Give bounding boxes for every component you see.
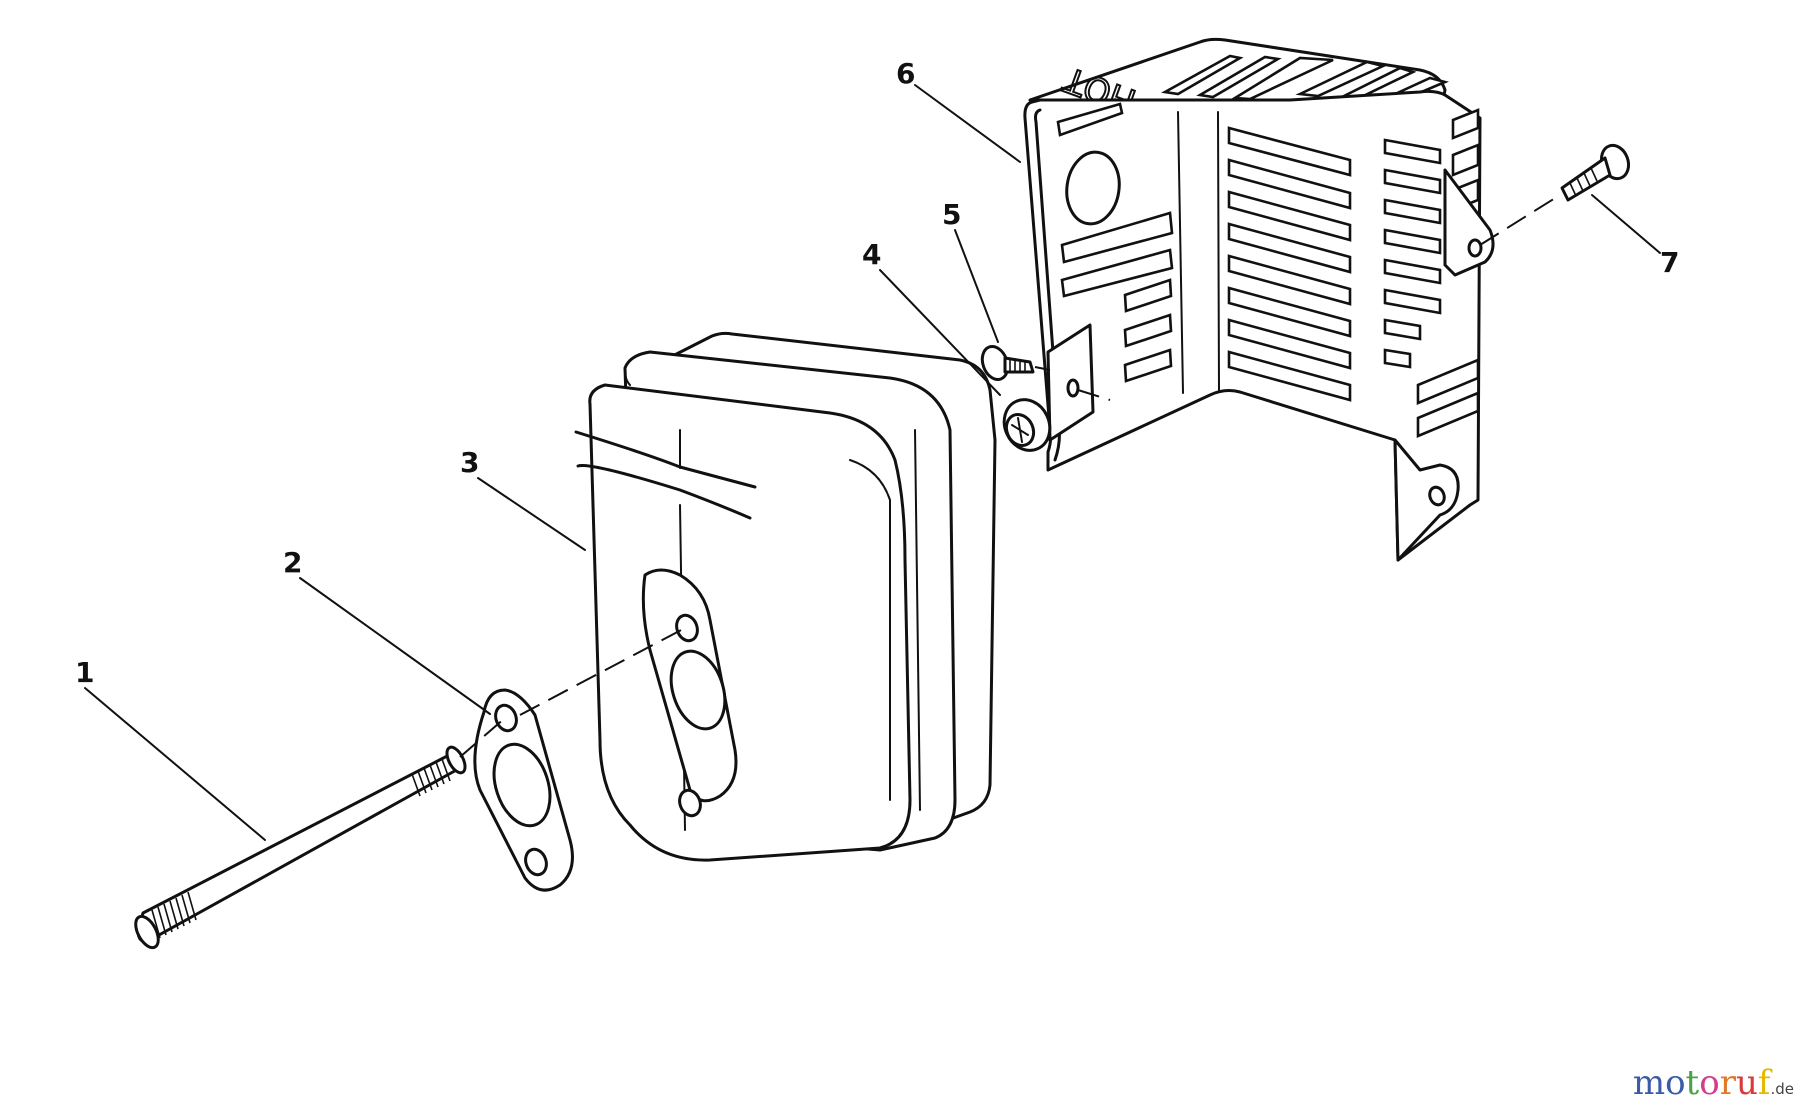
stud-thread-left <box>151 891 197 939</box>
callout-6: 6 <box>896 57 915 90</box>
wm-letter: o <box>1665 1063 1686 1103</box>
screw-7 <box>1560 143 1631 202</box>
wm-tld: .de <box>1770 1080 1794 1098</box>
callout-5: 5 <box>942 198 961 231</box>
callout-7: 7 <box>1660 246 1679 279</box>
wm-letter: t <box>1685 1063 1700 1103</box>
wm-letter: r <box>1719 1063 1736 1103</box>
wm-letter: f <box>1757 1063 1771 1103</box>
leader-lines <box>84 84 1661 841</box>
lock-washer <box>1002 398 1052 452</box>
stud-thread-right <box>411 758 451 797</box>
guard-center-slots <box>1227 126 1352 402</box>
wm-letter: m <box>1632 1063 1666 1103</box>
watermark-logo: motoruf.de <box>1633 1063 1794 1103</box>
stud <box>134 745 467 950</box>
callouts: 1 2 3 4 5 6 7 <box>75 57 1679 689</box>
callout-3: 3 <box>460 446 479 479</box>
guard-top-slots <box>1161 54 1449 104</box>
muffler-guard: HOT <box>1023 37 1495 562</box>
callout-4: 4 <box>862 238 881 271</box>
callout-1: 1 <box>75 656 94 689</box>
alignment-lines <box>459 194 1561 758</box>
screw-5 <box>980 345 1035 381</box>
muffler <box>574 331 997 862</box>
wm-letter: u <box>1735 1063 1758 1103</box>
gasket <box>473 688 574 892</box>
guard-left-slots <box>1056 102 1174 383</box>
callout-2: 2 <box>283 546 302 579</box>
wm-letter: o <box>1699 1063 1720 1103</box>
